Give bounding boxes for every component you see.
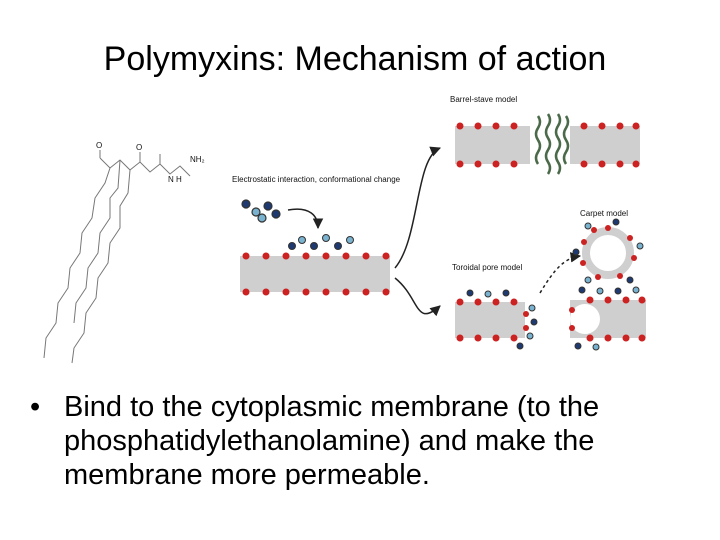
- bullet-marker: •: [30, 391, 41, 423]
- arrow-to-carpet: [539, 252, 582, 294]
- bullet-item: • Bind to the cytoplasmic membrane (to t…: [30, 390, 690, 492]
- structure-label-o1: O: [96, 141, 102, 150]
- peptide-cluster: [241, 199, 281, 223]
- membrane-toroidal: [455, 289, 538, 350]
- mechanism-diagram: O O N H NH₂ Barrel-stave model Electrost…: [43, 95, 646, 364]
- structure-label-nh2: NH₂: [190, 155, 205, 164]
- arrow-to-barrel: [394, 146, 441, 269]
- label-carpet: Carpet model: [580, 209, 628, 218]
- structure-label-h: H: [176, 175, 182, 184]
- membrane-initial: [240, 234, 390, 296]
- label-electrostatic: Electrostatic interaction, conformationa…: [232, 175, 401, 184]
- membrane-barrel-stave: [455, 113, 640, 175]
- bullet-list: • Bind to the cytoplasmic membrane (to t…: [30, 390, 690, 492]
- approach-arrow: [287, 208, 324, 230]
- arrow-to-toroidal: [394, 277, 441, 317]
- membrane-disrupted: [569, 286, 646, 351]
- structure-label-o2: O: [136, 143, 142, 152]
- mechanism-figure: O O N H NH₂ Barrel-stave model Electrost…: [10, 88, 710, 368]
- label-barrel-stave: Barrel-stave model: [450, 95, 517, 104]
- label-toroidal: Toroidal pore model: [452, 263, 522, 272]
- carpet-vesicle: [572, 218, 644, 284]
- structure-label-n: N: [168, 175, 174, 184]
- bullet-text: Bind to the cytoplasmic membrane (to the…: [64, 391, 600, 491]
- slide-title: Polymyxins: Mechanism of action: [103, 40, 607, 78]
- polymyxin-structure: [43, 150, 191, 364]
